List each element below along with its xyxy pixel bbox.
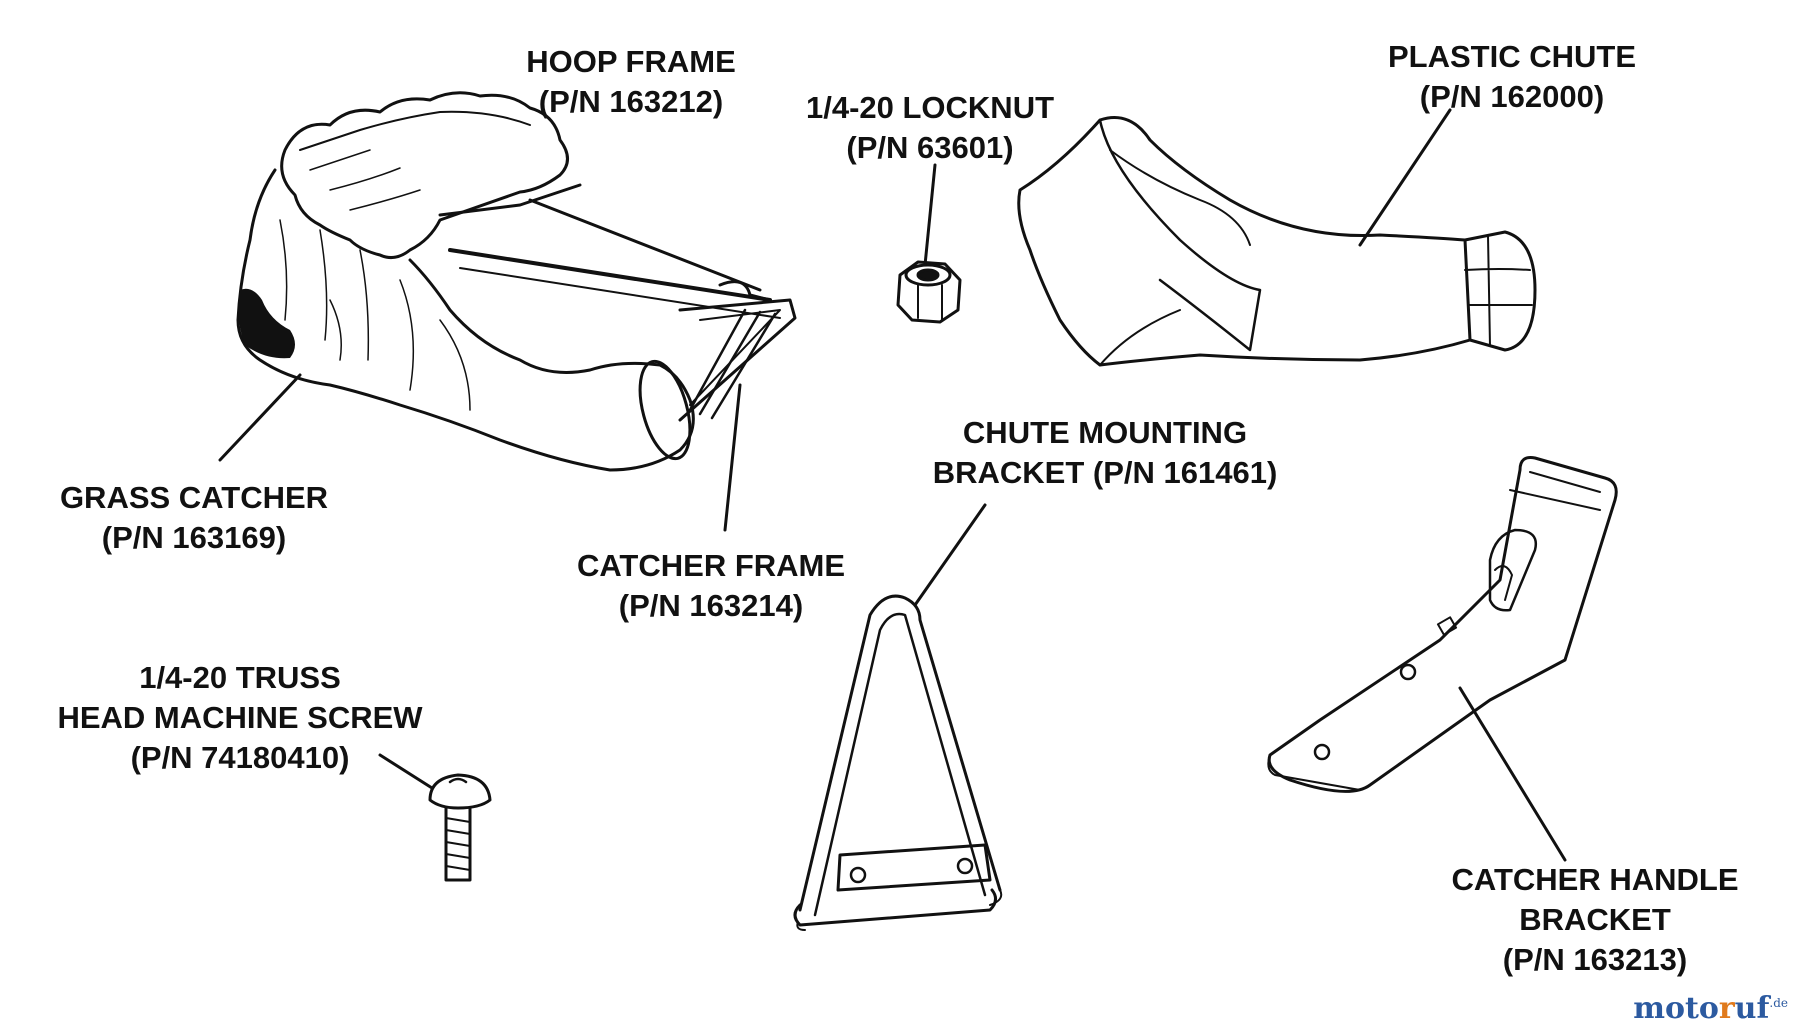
chute-mounting-bracket-leader: [913, 503, 987, 607]
watermark-part1: moto: [1633, 991, 1719, 1026]
chute-mounting-bracket-drawing: [793, 594, 1003, 931]
plastic-chute-name: PLASTIC CHUTE: [1388, 39, 1636, 74]
locknut-leader: [923, 163, 937, 267]
catcher-handle-bracket-label: CATCHER HANDLE BRACKET (P/N 163213): [1451, 860, 1738, 980]
grass-catcher-leader: [218, 373, 302, 462]
locknut-label: 1/4-20 LOCKNUT (P/N 63601): [806, 88, 1054, 168]
watermark-logo: motoruf.de: [1633, 991, 1788, 1026]
catcher-frame-label: CATCHER FRAME (P/N 163214): [577, 546, 845, 626]
truss-screw-drawing: [428, 773, 492, 882]
locknut-drawing: [896, 260, 962, 324]
grass-catcher-part-number: (P/N 163169): [101, 520, 287, 555]
hoop-frame-part-number: (P/N 163212): [538, 84, 724, 119]
locknut-name: 1/4-20 LOCKNUT: [805, 90, 1055, 125]
hoop-frame-name: HOOP FRAME: [526, 44, 736, 79]
catcher-handle-bracket-part-number: (P/N 163213): [1502, 942, 1688, 977]
chute-mounting-bracket-line1: CHUTE MOUNTING: [962, 415, 1248, 450]
catcher-handle-bracket-drawing: [1267, 456, 1618, 793]
catcher-handle-bracket-line2: BRACKET: [1519, 902, 1671, 937]
hoop-frame-label: HOOP FRAME (P/N 163212): [526, 42, 736, 122]
watermark-part2: r: [1718, 991, 1735, 1026]
truss-screw-leader: [378, 753, 434, 790]
truss-screw-label: 1/4-20 TRUSS HEAD MACHINE SCREW (P/N 741…: [57, 658, 422, 778]
catcher-frame-leader: [723, 383, 742, 532]
plastic-chute-drawing: [1017, 116, 1537, 367]
grass-catcher-label: GRASS CATCHER (P/N 163169): [60, 478, 328, 558]
truss-screw-part-number: (P/N 74180410): [130, 740, 350, 775]
truss-screw-line2: HEAD MACHINE SCREW: [57, 700, 423, 735]
grass-catcher-name: GRASS CATCHER: [59, 480, 329, 515]
chute-mounting-bracket-label: CHUTE MOUNTING BRACKET (P/N 161461): [933, 413, 1278, 493]
chute-mounting-bracket-line2: BRACKET (P/N 161461): [932, 455, 1278, 490]
plastic-chute-part-number: (P/N 162000): [1419, 79, 1605, 114]
grass-catcher-drawing: [236, 91, 797, 472]
catcher-handle-bracket-line1: CATCHER HANDLE: [1451, 862, 1739, 897]
catcher-frame-part-number: (P/N 163214): [618, 588, 804, 623]
watermark-part3: uf: [1734, 991, 1770, 1026]
catcher-frame-name: CATCHER FRAME: [576, 548, 846, 583]
locknut-part-number: (P/N 63601): [846, 130, 1014, 165]
watermark-suffix: .de: [1769, 996, 1788, 1010]
plastic-chute-label: PLASTIC CHUTE (P/N 162000): [1388, 37, 1636, 117]
catcher-handle-bracket-leader: [1458, 686, 1567, 862]
plastic-chute-leader: [1358, 108, 1452, 247]
truss-screw-line1: 1/4-20 TRUSS: [139, 660, 341, 695]
